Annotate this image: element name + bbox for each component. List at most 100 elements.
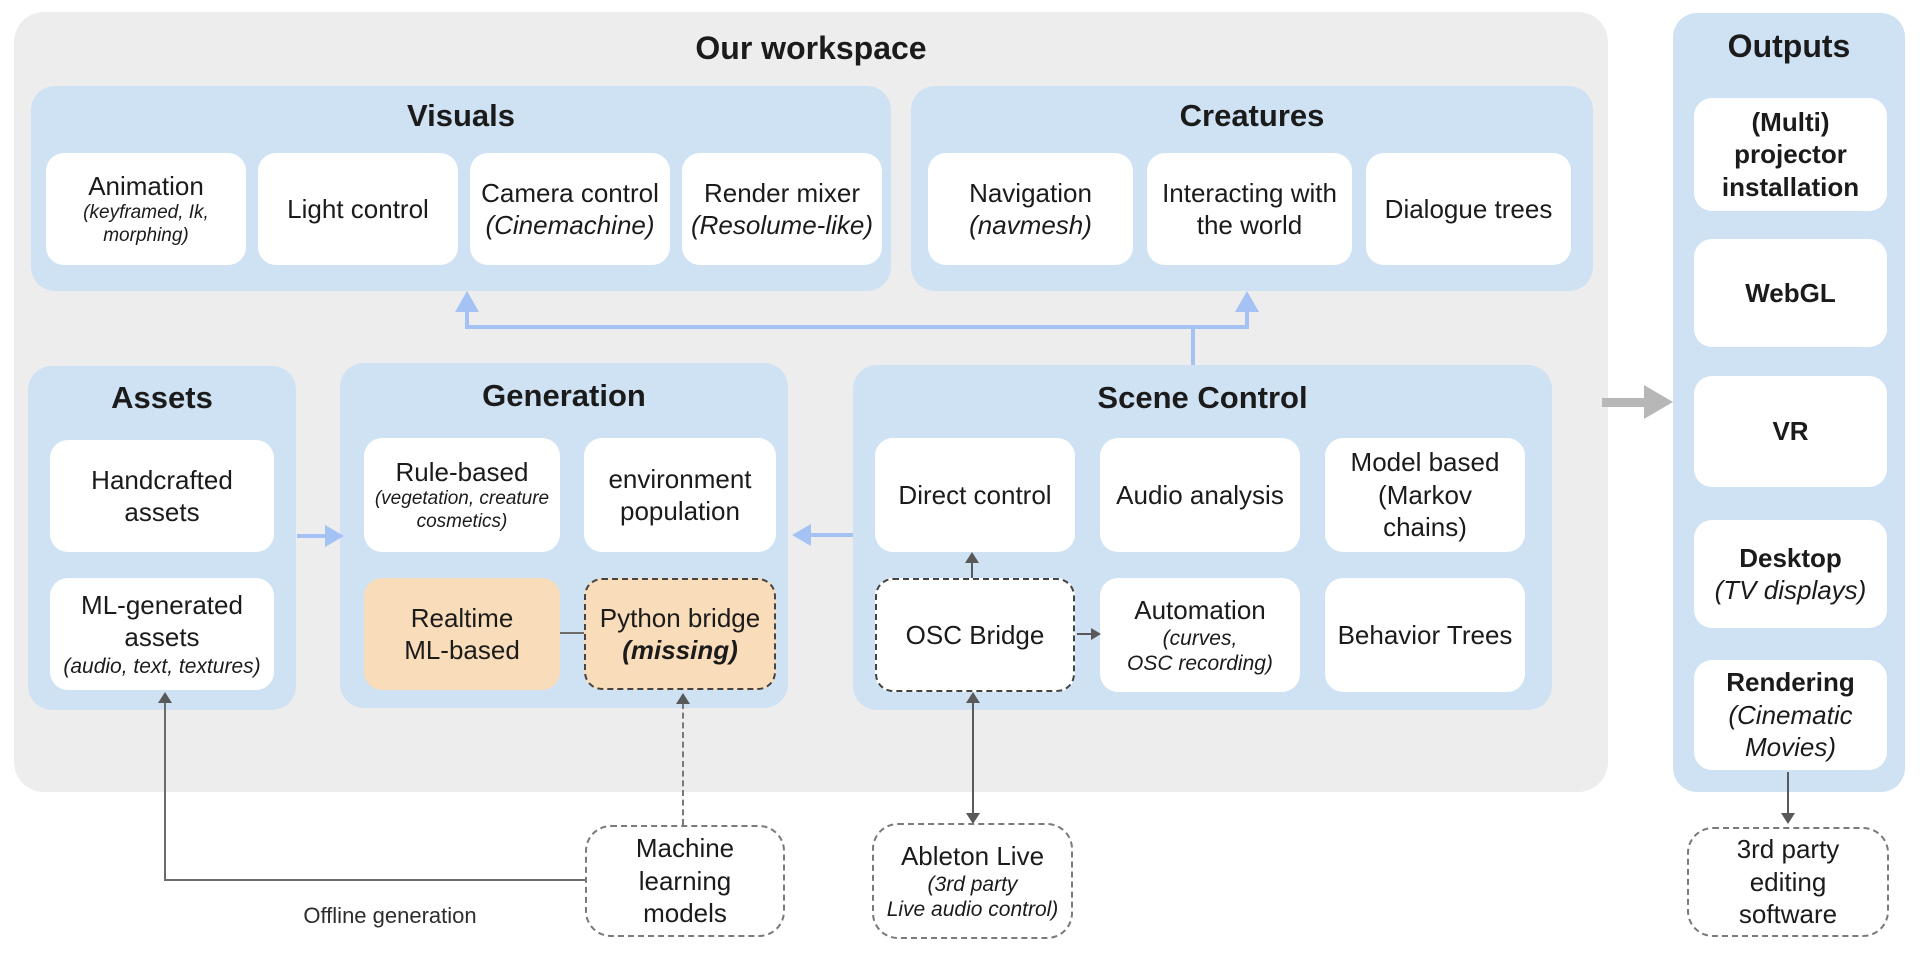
box-light-control: Light control: [258, 153, 458, 265]
connector-rendering-editing-shaft: [1787, 772, 1789, 815]
box-model-based: Model based (Markov chains): [1325, 438, 1525, 552]
creatures-arrowhead-icon: [1235, 291, 1259, 312]
box-dialogue-trees-label: Dialogue trees: [1384, 193, 1553, 224]
visuals-arrowhead-icon: [455, 291, 479, 312]
box-automation: Automation (curves, OSC recording): [1100, 578, 1300, 692]
osc-automation-arrowhead-icon: [1091, 628, 1101, 640]
connector-scene-control-drop: [1191, 327, 1195, 365]
box-realtime-ml-label: Realtime ML-based: [404, 602, 520, 666]
box-realtime-ml: Realtime ML-based: [364, 578, 560, 690]
box-3rd-party-editing: 3rd party editing software: [1687, 827, 1889, 937]
box-3rd-party-editing-label: 3rd party editing software: [1736, 834, 1840, 930]
box-python-bridge-label: Python bridge: [599, 602, 761, 633]
box-machine-learning-models-label: Machine learning models: [635, 833, 735, 929]
workspace-outputs-arrowhead-icon: [1644, 385, 1673, 419]
box-camera-control-label: Camera control: [481, 177, 659, 208]
connector-assets-generation-shaft: [297, 534, 325, 538]
connector-visuals-arrow-shaft: [465, 310, 469, 327]
outputs-title: Outputs: [1727, 28, 1851, 64]
connector-offline-horizontal: [164, 879, 585, 881]
box-rendering-sublabel: (Cinematic Movies): [1728, 699, 1853, 763]
box-ableton-live-sublabel: (3rd party Live audio control): [886, 873, 1059, 922]
box-rule-based-label: Rule-based: [395, 456, 529, 487]
box-audio-analysis: Audio analysis: [1100, 438, 1300, 552]
box-machine-learning-models: Machine learning models: [585, 825, 785, 937]
workspace-outputs-arrow-shaft: [1602, 398, 1644, 407]
box-animation-label: Animation: [88, 170, 204, 201]
box-ableton-live: Ableton Live (3rd party Live audio contr…: [872, 823, 1073, 939]
box-ml-generated-assets-sublabel: (audio, text, textures): [63, 654, 261, 678]
box-rule-based-sublabel: (vegetation, creature cosmetics): [374, 488, 550, 533]
box-render-mixer-label: Render mixer: [703, 177, 861, 208]
box-vr: VR: [1694, 376, 1887, 487]
connector-osc-ableton-shaft: [972, 701, 974, 816]
box-interacting-world-label: Interacting with the world: [1162, 177, 1337, 241]
box-automation-sublabel: (curves, OSC recording): [1127, 627, 1273, 676]
box-rendering-label: Rendering: [1726, 667, 1855, 698]
box-ableton-live-label: Ableton Live: [900, 840, 1045, 871]
connector-offline-vertical: [164, 701, 166, 881]
box-multi-projector: (Multi) projector installation: [1694, 98, 1887, 211]
offline-generation-label: Offline generation: [303, 903, 477, 928]
generation-title: Generation: [482, 378, 646, 413]
box-handcrafted-assets: Handcrafted assets: [50, 440, 274, 552]
offline-arrowhead-icon: [158, 692, 172, 703]
box-ml-generated-assets-label: ML-generated assets: [81, 589, 243, 653]
box-osc-bridge: OSC Bridge: [875, 578, 1075, 692]
assets-title: Assets: [111, 380, 213, 415]
box-vr-label: VR: [1772, 416, 1809, 447]
connector-ml-python-dashed: [682, 703, 684, 825]
box-animation-sublabel: (keyframed, Ik, morphing): [83, 202, 209, 247]
box-dialogue-trees: Dialogue trees: [1366, 153, 1571, 265]
connector-creatures-arrow-shaft: [1245, 310, 1249, 327]
ml-python-arrowhead-icon: [676, 693, 690, 704]
rendering-editing-arrowhead-icon: [1781, 813, 1795, 824]
creatures-title: Creatures: [1179, 98, 1325, 133]
box-handcrafted-assets-label: Handcrafted assets: [91, 464, 233, 528]
box-camera-control-sublabel: (Cinemachine): [485, 210, 655, 240]
box-direct-control: Direct control: [875, 438, 1075, 552]
box-webgl: WebGL: [1694, 239, 1887, 347]
box-webgl-label: WebGL: [1745, 277, 1836, 308]
box-python-bridge: Python bridge (missing): [584, 578, 776, 690]
box-behavior-trees: Behavior Trees: [1325, 578, 1525, 692]
connector-osc-direct-shaft: [971, 561, 973, 578]
box-desktop-label: Desktop: [1739, 542, 1842, 573]
box-audio-analysis-label: Audio analysis: [1116, 479, 1284, 510]
box-osc-bridge-label: OSC Bridge: [905, 619, 1045, 650]
connector-scene-to-top-horizontal: [465, 325, 1249, 329]
box-rule-based: Rule-based (vegetation, creature cosmeti…: [364, 438, 560, 552]
assets-generation-arrowhead-icon: [325, 525, 344, 547]
connector-realtime-python: [560, 632, 584, 634]
box-render-mixer: Render mixer (Resolume-like): [682, 153, 882, 265]
box-environment-population: environment population: [584, 438, 776, 552]
visuals-title: Visuals: [406, 98, 515, 133]
box-rendering: Rendering (Cinematic Movies): [1694, 660, 1887, 770]
box-environment-population-label: environment population: [608, 463, 752, 527]
box-navigation: Navigation (navmesh): [928, 153, 1133, 265]
box-ml-generated-assets: ML-generated assets (audio, text, textur…: [50, 578, 274, 690]
box-python-bridge-sublabel: (missing): [622, 635, 738, 665]
box-interacting-world: Interacting with the world: [1147, 153, 1352, 265]
osc-ableton-down-arrowhead-icon: [966, 813, 980, 824]
box-behavior-trees-label: Behavior Trees: [1337, 619, 1513, 650]
workspace-title: Our workspace: [695, 30, 927, 66]
box-multi-projector-label: (Multi) projector installation: [1721, 106, 1860, 202]
connector-scene-generation-shaft: [811, 533, 853, 537]
box-navigation-label: Navigation: [969, 177, 1092, 208]
connector-osc-automation-shaft: [1077, 633, 1091, 635]
box-light-control-label: Light control: [287, 193, 429, 224]
box-desktop-sublabel: (TV displays): [1714, 575, 1867, 605]
box-automation-label: Automation: [1134, 594, 1266, 625]
scene-control-title: Scene Control: [1097, 380, 1308, 415]
box-navigation-sublabel: (navmesh): [969, 210, 1092, 240]
box-render-mixer-sublabel: (Resolume-like): [690, 210, 874, 240]
box-animation: Animation (keyframed, Ik, morphing): [46, 153, 246, 265]
box-direct-control-label: Direct control: [898, 479, 1052, 510]
scene-generation-arrowhead-icon: [792, 524, 811, 546]
osc-ableton-up-arrowhead-icon: [966, 692, 980, 703]
box-desktop: Desktop (TV displays): [1694, 520, 1887, 628]
box-model-based-label: Model based (Markov chains): [1350, 447, 1500, 543]
box-camera-control: Camera control (Cinemachine): [470, 153, 670, 265]
